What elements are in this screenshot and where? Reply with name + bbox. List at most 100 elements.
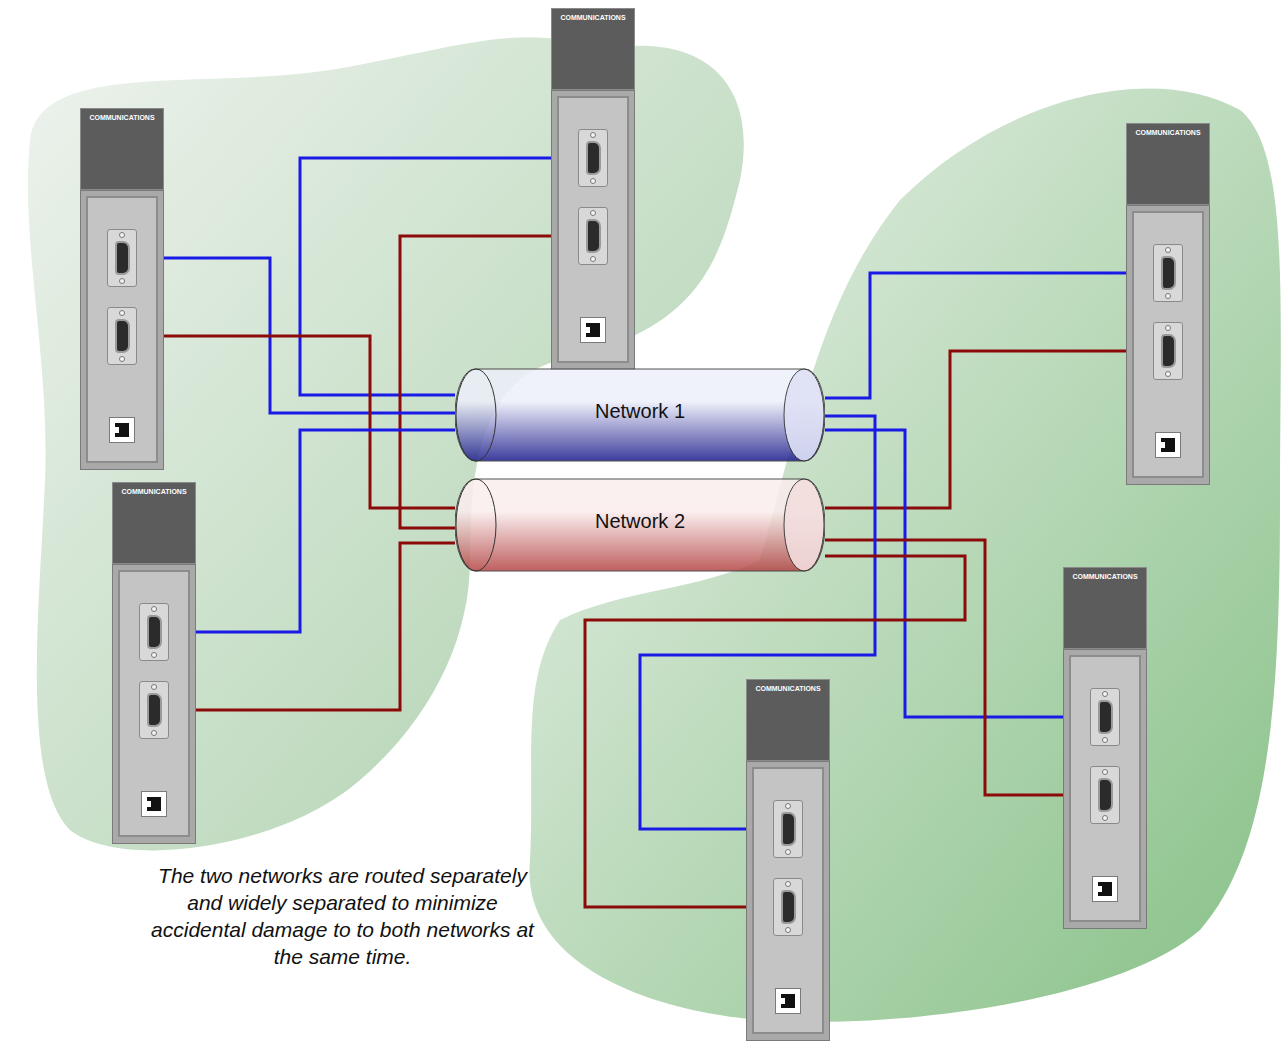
ethernet-notch <box>586 327 590 333</box>
port-socket <box>586 141 601 175</box>
module-header: COMMUNICATIONS <box>746 679 830 761</box>
serial-port <box>107 307 137 365</box>
communications-module: COMMUNICATIONS <box>1126 123 1210 485</box>
serial-port <box>139 603 169 661</box>
serial-port <box>107 229 137 287</box>
port-socket <box>147 693 162 727</box>
network-cable <box>585 556 965 907</box>
ethernet-notch <box>115 427 119 433</box>
ethernet-notch <box>1098 886 1102 892</box>
communications-module: COMMUNICATIONS <box>746 679 830 1041</box>
port-screw <box>1165 371 1171 377</box>
communications-module: COMMUNICATIONS <box>1063 567 1147 929</box>
port-screw <box>1102 769 1108 775</box>
network-cable <box>196 543 455 710</box>
port-screw <box>1165 293 1171 299</box>
communications-module: COMMUNICATIONS <box>80 108 164 470</box>
communications-module: COMMUNICATIONS <box>551 8 635 370</box>
ethernet-notch <box>781 998 785 1004</box>
port-screw <box>119 232 125 238</box>
network-cable <box>825 273 1126 398</box>
module-title: COMMUNICATIONS <box>113 483 195 496</box>
port-screw <box>785 803 791 809</box>
module-title: COMMUNICATIONS <box>1127 124 1209 137</box>
port-screw <box>590 210 596 216</box>
port-screw <box>785 927 791 933</box>
ethernet-socket <box>1098 882 1112 896</box>
ethernet-socket <box>115 423 129 437</box>
port-socket <box>781 890 796 924</box>
serial-port <box>1153 244 1183 302</box>
network-cylinder: Network 1 <box>455 368 825 462</box>
port-screw <box>1102 691 1108 697</box>
ethernet-notch <box>1161 442 1165 448</box>
module-header: COMMUNICATIONS <box>80 108 164 190</box>
network-cable <box>825 430 1063 717</box>
port-socket <box>1161 256 1176 290</box>
port-screw <box>1102 737 1108 743</box>
port-screw <box>119 356 125 362</box>
port-screw <box>590 256 596 262</box>
ethernet-port <box>1092 876 1118 902</box>
network-cable <box>164 336 455 508</box>
port-screw <box>151 730 157 736</box>
cylinder-end <box>456 369 496 461</box>
serial-port <box>578 129 608 187</box>
port-socket <box>115 241 130 275</box>
serial-port <box>139 681 169 739</box>
ethernet-socket <box>1161 438 1175 452</box>
port-screw <box>1165 247 1171 253</box>
network-cable <box>300 158 551 395</box>
port-screw <box>590 178 596 184</box>
serial-port <box>773 878 803 936</box>
module-title: COMMUNICATIONS <box>747 680 829 693</box>
cylinder-body <box>455 479 825 571</box>
cylinder-end <box>456 479 496 571</box>
cylinder-end <box>784 369 824 461</box>
port-socket <box>1098 700 1113 734</box>
port-screw <box>1102 815 1108 821</box>
port-screw <box>785 881 791 887</box>
ethernet-port <box>775 988 801 1014</box>
port-socket <box>115 319 130 353</box>
port-screw <box>151 684 157 690</box>
module-header: COMMUNICATIONS <box>112 482 196 564</box>
ethernet-notch <box>147 801 151 807</box>
serial-port <box>773 800 803 858</box>
network-label: Network 2 <box>455 478 825 533</box>
ethernet-port <box>580 317 606 343</box>
module-header: COMMUNICATIONS <box>551 8 635 90</box>
port-screw <box>119 278 125 284</box>
network-cable <box>825 540 1063 795</box>
network-cable <box>196 430 455 632</box>
ethernet-port <box>109 417 135 443</box>
port-socket <box>1161 334 1176 368</box>
ethernet-socket <box>147 797 161 811</box>
note-text: The two networks are routed separately a… <box>150 862 535 970</box>
ethernet-socket <box>781 994 795 1008</box>
module-title: COMMUNICATIONS <box>81 109 163 122</box>
port-socket <box>586 219 601 253</box>
module-title: COMMUNICATIONS <box>1064 568 1146 581</box>
module-title: COMMUNICATIONS <box>552 9 634 22</box>
port-screw <box>119 310 125 316</box>
port-socket <box>1098 778 1113 812</box>
port-screw <box>151 652 157 658</box>
serial-port <box>578 207 608 265</box>
cylinder-end <box>784 479 824 571</box>
port-screw <box>785 849 791 855</box>
communications-module: COMMUNICATIONS <box>112 482 196 844</box>
module-header: COMMUNICATIONS <box>1063 567 1147 649</box>
port-screw <box>1165 325 1171 331</box>
ethernet-port <box>1155 432 1181 458</box>
port-socket <box>147 615 162 649</box>
module-header: COMMUNICATIONS <box>1126 123 1210 205</box>
ethernet-port <box>141 791 167 817</box>
port-socket <box>781 812 796 846</box>
port-screw <box>151 606 157 612</box>
serial-port <box>1090 688 1120 746</box>
ethernet-socket <box>586 323 600 337</box>
cylinder-body <box>455 369 825 461</box>
serial-port <box>1153 322 1183 380</box>
serial-port <box>1090 766 1120 824</box>
